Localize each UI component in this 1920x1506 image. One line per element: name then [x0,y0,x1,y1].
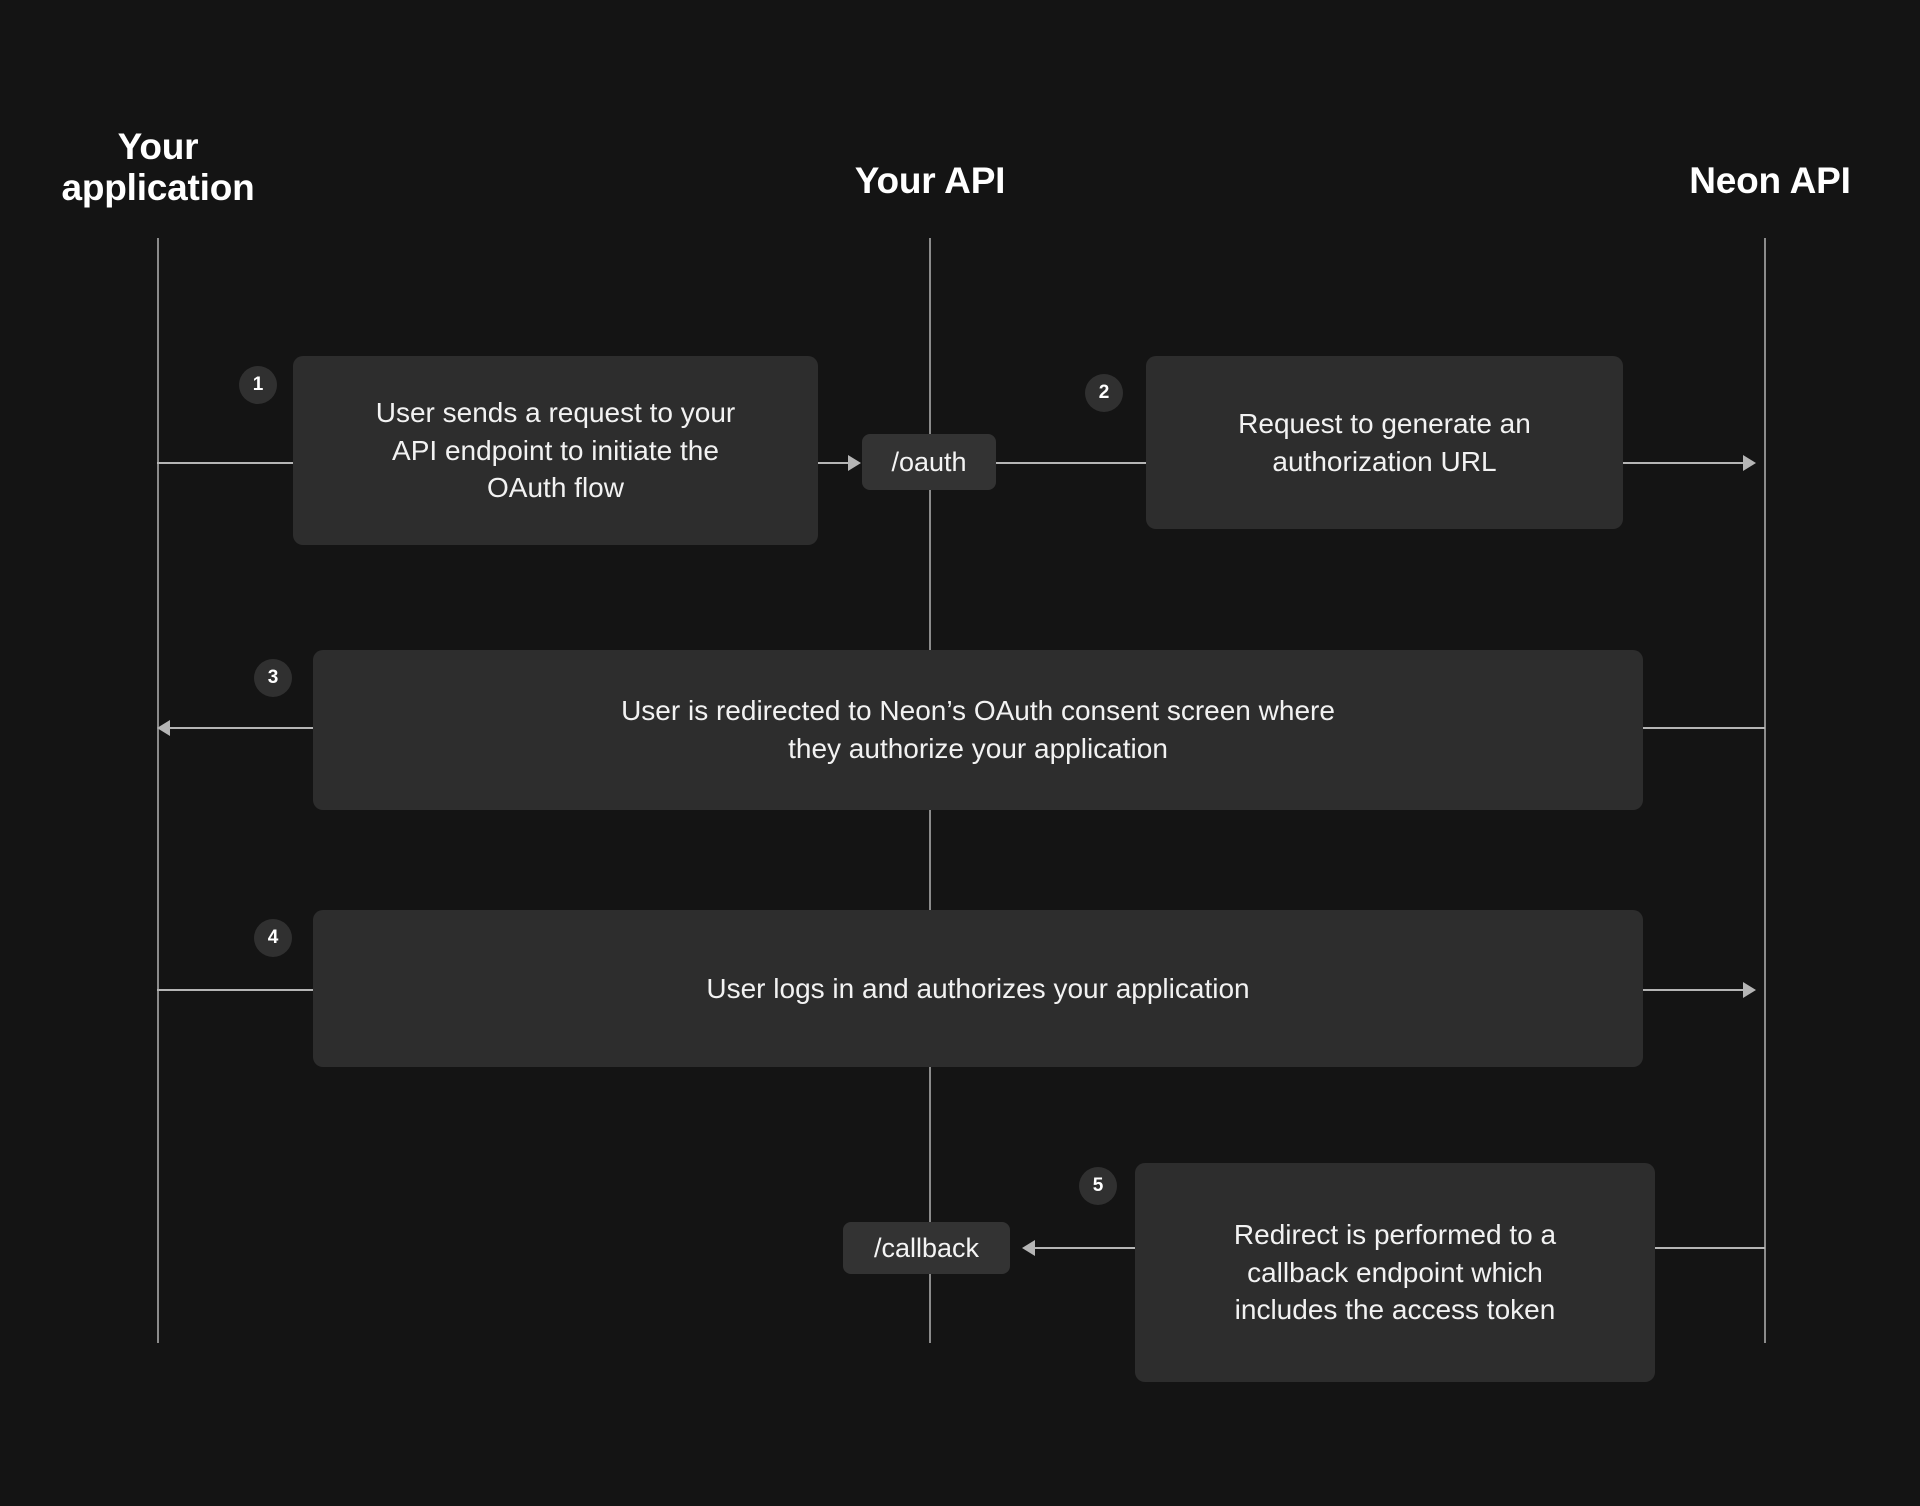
connector-step-5-left [1035,1247,1135,1249]
arrow-head-step-2 [1743,455,1756,471]
step-box-4: User logs in and authorizes your applica… [313,910,1643,1067]
step-badge-1: 1 [239,366,277,404]
step-badge-2: 2 [1085,374,1123,412]
step-text-5: Redirect is performed to a callback endp… [1233,1218,1557,1326]
actor-label-neon-api: Neon API [1689,160,1851,201]
connector-step-4-left [157,989,313,991]
connector-step-2-left [996,462,1146,464]
arrow-head-step-4 [1743,982,1756,998]
step-text-2: Request to generate an authorization URL [1238,407,1531,477]
step-box-3: User is redirected to Neon’s OAuth conse… [313,650,1643,810]
connector-step-4-right [1643,989,1745,991]
endpoint-pill-oauth[interactable]: /oauth [862,434,996,490]
step-text-1: User sends a request to your API endpoin… [375,396,736,504]
connector-step-3-left [170,727,313,729]
arrow-head-step-5 [1022,1240,1035,1256]
endpoint-pill-callback[interactable]: /callback [843,1222,1010,1274]
arrow-head-step-3 [157,720,170,736]
step-box-5: Redirect is performed to a callback endp… [1135,1163,1655,1382]
step-badge-5: 5 [1079,1167,1117,1205]
step-box-2: Request to generate an authorization URL [1146,356,1623,529]
connector-step-3-right [1643,727,1765,729]
lifeline-neon-api [1764,238,1766,1343]
step-badge-3: 3 [254,659,292,697]
connector-step-1-left [157,462,297,464]
step-text-3: User is redirected to Neon’s OAuth conse… [621,695,1335,764]
connector-step-5-right [1655,1247,1765,1249]
arrow-head-step-1 [848,455,861,471]
connector-step-1-to-oauth [818,462,850,464]
lifeline-application [157,238,159,1343]
step-badge-4: 4 [254,919,292,957]
actor-label-application: Your application [61,126,255,209]
step-text-4: User logs in and authorizes your applica… [706,972,1250,1004]
connector-step-2-right [1623,462,1745,464]
step-box-1: User sends a request to your API endpoin… [293,356,818,545]
actor-label-your-api: Your API [854,160,1006,201]
